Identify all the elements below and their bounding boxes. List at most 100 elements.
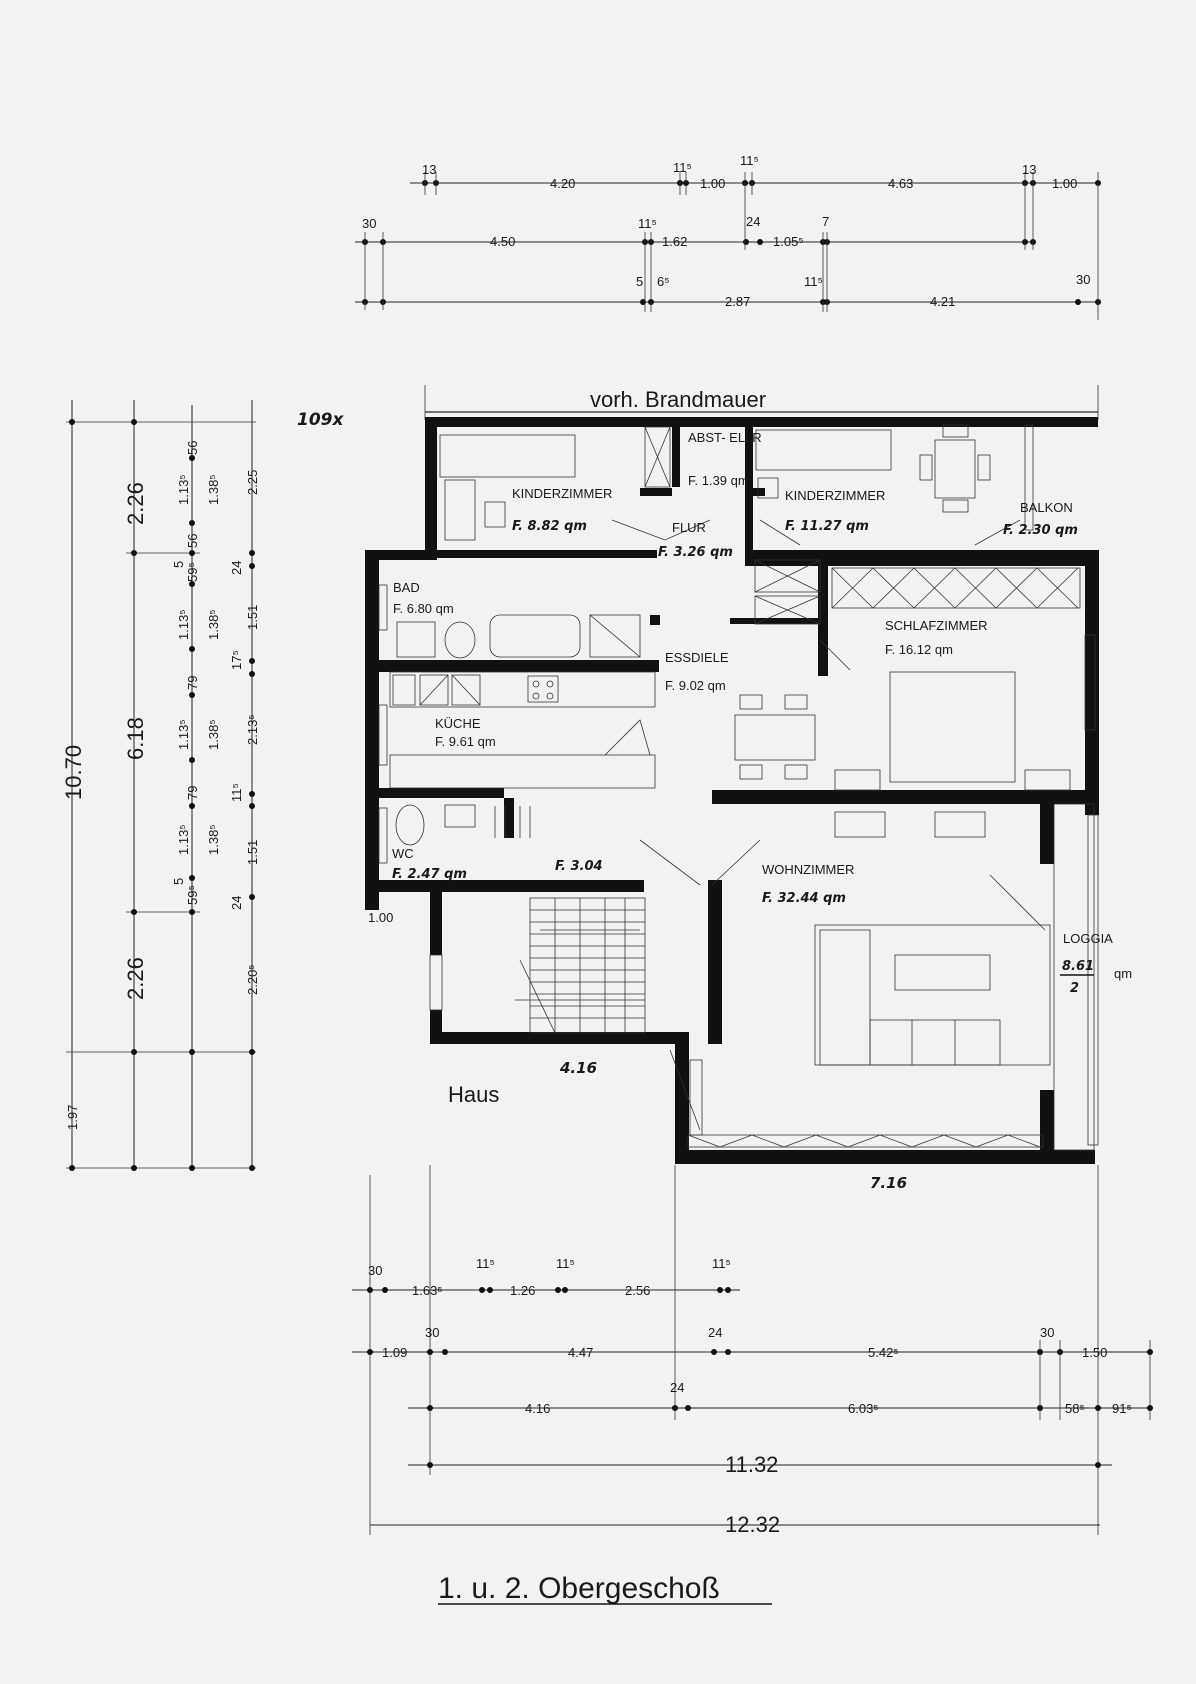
room-kinderzimmer-1-name: KINDERZIMMER [512, 486, 612, 501]
dim-left-c4-3: 1.38⁵ [206, 824, 221, 855]
dim-left-c3-1: 1.13⁵ [176, 474, 191, 505]
dim-bot-r2-1: 30 [425, 1325, 439, 1340]
dim-top-r2-1: 4.50 [490, 234, 515, 249]
dim-top-r1-2: 11⁵ [673, 160, 692, 175]
dim-bot-r3-0: 4.16 [525, 1401, 550, 1416]
dim-top-r1-4: 11⁵ [740, 153, 759, 168]
left-dimensions: 10.70 1.97 2.26 6.18 2.26 56 1.13⁵ 56 5 … [61, 400, 344, 1171]
dim-bot-r2-3: 24 [708, 1325, 722, 1340]
dim-top-r2-3: 1.62 [662, 234, 687, 249]
room-wohnzimmer-area: F. 32.44 qm [762, 891, 846, 906]
room-loggia-area-den: 2 [1070, 981, 1079, 996]
dim-left-c3-4: 59⁵ [185, 562, 200, 582]
dim-bot-r1-2: 11⁵ [476, 1256, 495, 1271]
dim-left-total: 10.70 [61, 745, 86, 800]
dim-top-r2-0: 30 [362, 216, 376, 231]
dim-left-c4-2: 1.38⁵ [206, 719, 221, 750]
room-wc-area: F. 2.47 qm [392, 867, 467, 882]
brandmauer-label: vorh. Brandmauer [590, 387, 766, 412]
room-labels: KINDERZIMMER F. 8.82 qm ABST- ELLR F. 1.… [368, 387, 1132, 1192]
dim-top-r2-4: 24 [746, 214, 760, 229]
dim-top-r1-1: 4.20 [550, 176, 575, 191]
corner-mark: 109x [297, 410, 344, 430]
dim-top-r3-0: 5 [636, 274, 643, 289]
room-abstellr-area: F. 1.39 qm [688, 473, 749, 488]
dim-left-major-1: 6.18 [123, 717, 148, 760]
dim-top-r1-5: 4.63 [888, 176, 913, 191]
dim-left-c5-7: 24 [229, 896, 244, 910]
dim-top-r2-5: 1.05⁵ [773, 234, 804, 249]
room-essdiele-area: F. 9.02 qm [665, 678, 726, 693]
room-kinderzimmer-2-name: KINDERZIMMER [785, 488, 885, 503]
dim-top-r1-7: 1.00 [1052, 176, 1077, 191]
dim-bot-r3-2: 6.03⁵ [848, 1401, 879, 1416]
dim-top-r3-1: 6⁵ [657, 274, 670, 289]
room-balkon-name: BALKON [1020, 500, 1073, 515]
room-bad-area: F. 6.80 qm [393, 601, 454, 616]
dim-left-c3-6: 79 [185, 676, 200, 690]
dim-bot-r3-3: 58⁵ [1065, 1401, 1085, 1416]
dim-left-major-2: 2.26 [123, 957, 148, 1000]
dim-top-r1-3: 1.00 [700, 176, 725, 191]
dim-left-c4-0: 1.38⁵ [206, 474, 221, 505]
dim-bot-r1-6: 11⁵ [712, 1256, 731, 1271]
room-essdiele-name: ESSDIELE [665, 650, 729, 665]
dim-left-c5-2: 1.51 [245, 605, 260, 630]
dim-left-c4-1: 1.38⁵ [206, 609, 221, 640]
dim-left-c5-1: 24 [229, 561, 244, 575]
top-dimensions: 13 4.20 11⁵ 1.00 11⁵ 4.63 13 1.00 30 4.5… [355, 153, 1101, 320]
drawing-caption: 1. u. 2. Obergeschoß [438, 1572, 720, 1605]
room-loggia-area-unit: qm [1114, 966, 1132, 981]
dim-bot-r2-6: 1.50 [1082, 1345, 1107, 1360]
dim-left-bottom: 1.97 [65, 1105, 80, 1130]
dim-bot-r1-3: 1.26 [510, 1283, 535, 1298]
dim-bot-r1-1: 1.63⁵ [412, 1283, 443, 1298]
room-loggia-name: LOGGIA [1063, 931, 1113, 946]
dim-left-c3-0: 56 [185, 441, 200, 455]
room-wohnzimmer-name: WOHNZIMMER [762, 862, 854, 877]
room-flur-area: F. 3.26 qm [658, 545, 733, 560]
dim-left-c3-8: 79 [185, 786, 200, 800]
dim-left-c5-6: 1.51 [245, 840, 260, 865]
dim-left-c5-3: 17⁵ [229, 650, 244, 670]
dim-bot-r3-1: 24 [670, 1380, 684, 1395]
dim-left-c5-8: 2.20⁵ [245, 964, 260, 995]
room-treppe-area: F. 3.04 [555, 859, 603, 874]
room-balkon-area: F. 2.30 qm [1003, 523, 1078, 538]
dim-left-c3-9: 1.13⁵ [176, 824, 191, 855]
dim-left-c3-10: 59⁵ [185, 885, 200, 905]
dim-top-r2-2: 11⁵ [638, 216, 657, 231]
dim-left-major-0: 2.26 [123, 482, 148, 525]
room-abstellr-name: ABST- ELLR [688, 430, 762, 445]
walls [365, 385, 1099, 1164]
stair-width: 4.16 [559, 1059, 597, 1077]
fixtures [378, 424, 1099, 1151]
dim-bot-r3-4: 91⁵ [1112, 1401, 1132, 1416]
dim-bot-r2-2: 4.47 [568, 1345, 593, 1360]
living-width: 7.16 [870, 1174, 907, 1192]
dim-top-r1-0: 13 [422, 162, 436, 177]
dim-bot-r1-4: 11⁵ [556, 1256, 575, 1271]
room-flur-name: FLUR [672, 520, 706, 535]
dim-top-r3-3: 11⁵ [804, 274, 823, 289]
dim-bot-r1-5: 2.56 [625, 1283, 650, 1298]
room-schlafzimmer-name: SCHLAFZIMMER [885, 618, 988, 633]
dim-left-c3-2: 56 [185, 534, 200, 548]
dim-bot-r1-0: 30 [368, 1263, 382, 1278]
dim-bot-r2-0: 1.09 [382, 1345, 407, 1360]
dim-bot-r4-0: 11.32 [725, 1452, 778, 1477]
dim-top-r3-4: 4.21 [930, 294, 955, 309]
room-wc-name: WC [392, 846, 414, 861]
dim-bot-r2-5: 30 [1040, 1325, 1054, 1340]
dim-left-c3-5: 1.13⁵ [176, 609, 191, 640]
room-kueche-name: KÜCHE [435, 716, 481, 731]
dim-left-c5-0: 2.25 [245, 470, 260, 495]
dim-top-r3-2: 2.87 [725, 294, 750, 309]
dim-top-r3-5: 30 [1076, 272, 1090, 287]
dim-left-c3-3: 5 [171, 561, 186, 568]
room-schlafzimmer-area: F. 16.12 qm [885, 642, 953, 657]
room-bad-name: BAD [393, 580, 420, 595]
dim-left-c5-5: 11⁵ [229, 783, 244, 802]
dim-top-r1-6: 13 [1022, 162, 1036, 177]
